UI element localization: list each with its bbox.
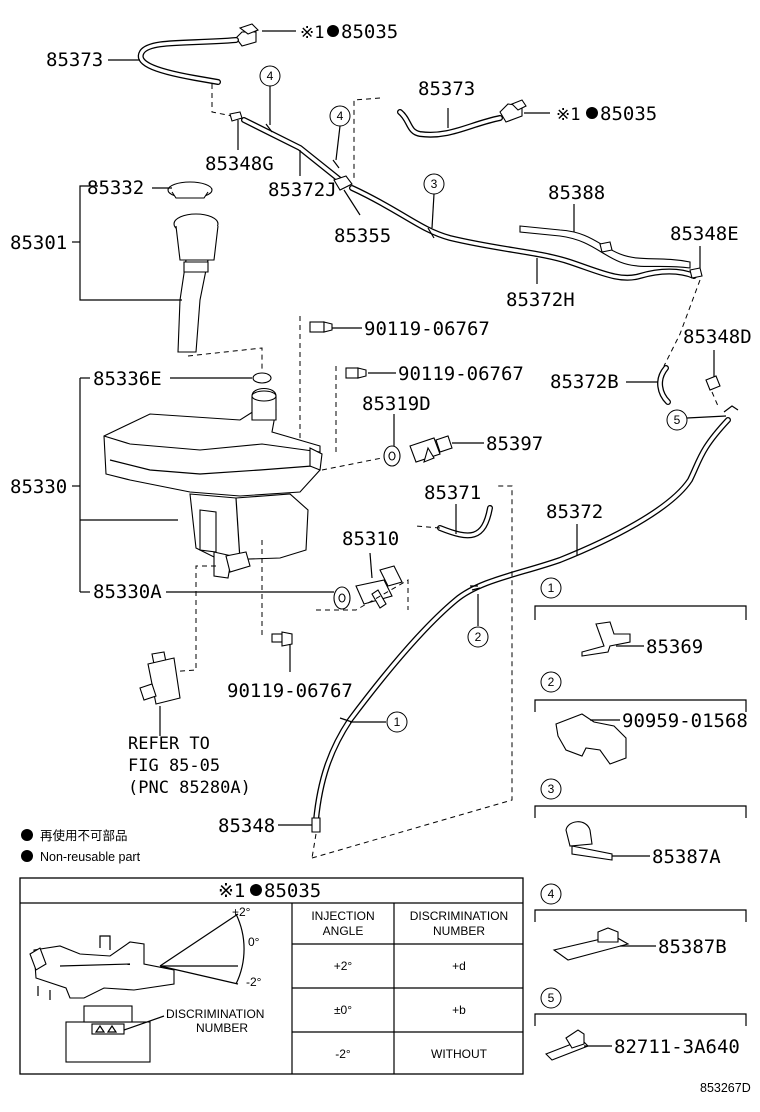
- detail-mark: ※1: [218, 880, 245, 902]
- refer-line-3: (PNC 85280A): [128, 778, 251, 798]
- callout-4-a: 4: [267, 69, 274, 83]
- bolt-90119-a: [309, 321, 333, 333]
- label-85387B: 85387B: [658, 936, 727, 958]
- label-90959: 90959-01568: [622, 710, 748, 732]
- label-85372H: 85372H: [506, 289, 575, 311]
- guide-85388: [519, 225, 691, 269]
- svg-text:5: 5: [548, 991, 555, 1005]
- washer-tank-85330: [103, 387, 323, 579]
- row2-number: +b: [452, 1003, 466, 1017]
- svg-text:3: 3: [548, 782, 555, 796]
- label-85348D: 85348D: [683, 326, 752, 348]
- label-85372B: 85372B: [550, 371, 619, 393]
- label-85355: 85355: [334, 225, 391, 247]
- non-reusable-dot: [327, 25, 339, 37]
- label-85348G: 85348G: [205, 153, 274, 175]
- disc-label-1: DISCRIMINATION: [166, 1007, 264, 1021]
- joint-85348E: [689, 267, 703, 279]
- col2-line2: NUMBER: [433, 924, 485, 938]
- angle-plus: +2°: [232, 905, 251, 919]
- label-85372J: 85372J: [268, 179, 337, 201]
- col1-line1: INJECTION: [311, 909, 374, 923]
- label-85332: 85332: [87, 177, 144, 199]
- svg-text:1: 1: [548, 581, 555, 595]
- label-90119-c: 90119-06767: [227, 680, 353, 702]
- label-85397: 85397: [486, 433, 543, 455]
- clamp-panel-2: 2 90959-01568: [534, 671, 748, 765]
- callout-5: 5: [674, 413, 681, 427]
- legend-jp: 再使用不可部品: [40, 828, 128, 843]
- svg-text:4: 4: [548, 887, 555, 901]
- label-85301: 85301: [10, 232, 67, 254]
- joint-85348D: [705, 375, 721, 391]
- label-85348: 85348: [218, 815, 275, 837]
- label-85387A: 85387A: [652, 846, 721, 868]
- row1-number: +d: [452, 959, 466, 973]
- callout-4-b: 4: [337, 109, 344, 123]
- label-85372: 85372: [546, 501, 603, 523]
- label-85348E: 85348E: [670, 223, 739, 245]
- label-85330A: 85330A: [93, 581, 162, 603]
- col1-line2: ANGLE: [323, 924, 364, 938]
- label-85319D: 85319D: [362, 393, 431, 415]
- row1-angle: +2°: [334, 959, 353, 973]
- label-85371: 85371: [424, 482, 481, 504]
- callout-3: 3: [431, 177, 438, 191]
- callout-1: 1: [394, 715, 401, 729]
- label-82711: 82711-3A640: [614, 1036, 740, 1058]
- refer-line-1: REFER TO: [128, 734, 210, 754]
- label-85035-top: 85035: [341, 21, 398, 43]
- label-90119-b: 90119-06767: [398, 363, 524, 385]
- mark-1-top: ※1: [300, 23, 324, 43]
- joint-85355: [333, 175, 353, 191]
- pump-85310: [333, 565, 403, 610]
- callout-2: 2: [475, 630, 482, 644]
- label-85035-mid: 85035: [600, 103, 657, 125]
- legend-en: Non-reusable part: [40, 850, 141, 864]
- label-85373-top: 85373: [46, 49, 103, 71]
- clamp-panel-4: 4 85387B: [534, 883, 747, 961]
- bolt-90119-c: [271, 631, 293, 647]
- nozzle-detail-box: ※1 85035 INJECTION ANGLE DISCRIMINATION …: [19, 877, 524, 1075]
- label-85336E: 85336E: [93, 368, 162, 390]
- refer-line-2: FIG 85-05: [128, 756, 220, 776]
- joint-85348: [311, 817, 321, 833]
- clamp-panel-5: 5 82711-3A640: [534, 987, 747, 1061]
- washer-motor-ref: [139, 651, 181, 705]
- label-85369: 85369: [646, 636, 703, 658]
- clamp-panel-1: 1 85369: [534, 577, 747, 658]
- bolt-90119-b: [345, 367, 367, 379]
- label-85310: 85310: [342, 528, 399, 550]
- detail-title-pn: 85035: [264, 880, 321, 902]
- label-85330: 85330: [10, 476, 67, 498]
- figure-code: 853267D: [700, 1081, 751, 1095]
- clamp-panel-3: 3 85387A: [534, 778, 747, 868]
- grommet-85336E: [252, 372, 272, 384]
- mark-1-mid: ※1: [556, 105, 580, 125]
- nozzle-85035-top: [235, 23, 259, 47]
- label-85388: 85388: [548, 182, 605, 204]
- row2-angle: ±0°: [334, 1003, 352, 1017]
- row3-angle: -2°: [335, 1047, 351, 1061]
- disc-label-2: NUMBER: [196, 1021, 248, 1035]
- filler-inlet-85301: [173, 213, 219, 353]
- svg-text:2: 2: [548, 675, 555, 689]
- row3-number: WITHOUT: [431, 1047, 488, 1061]
- angle-minus: -2°: [246, 975, 262, 989]
- cap-85332: [167, 181, 213, 199]
- joint-85348G: [229, 111, 243, 122]
- label-90119-a: 90119-06767: [364, 318, 490, 340]
- label-85373-mid: 85373: [418, 78, 475, 100]
- col2-line1: DISCRIMINATION: [410, 909, 508, 923]
- nozzle-85035-mid: [499, 99, 527, 123]
- angle-zero: 0°: [248, 935, 260, 949]
- level-sensor-85397: [409, 435, 453, 463]
